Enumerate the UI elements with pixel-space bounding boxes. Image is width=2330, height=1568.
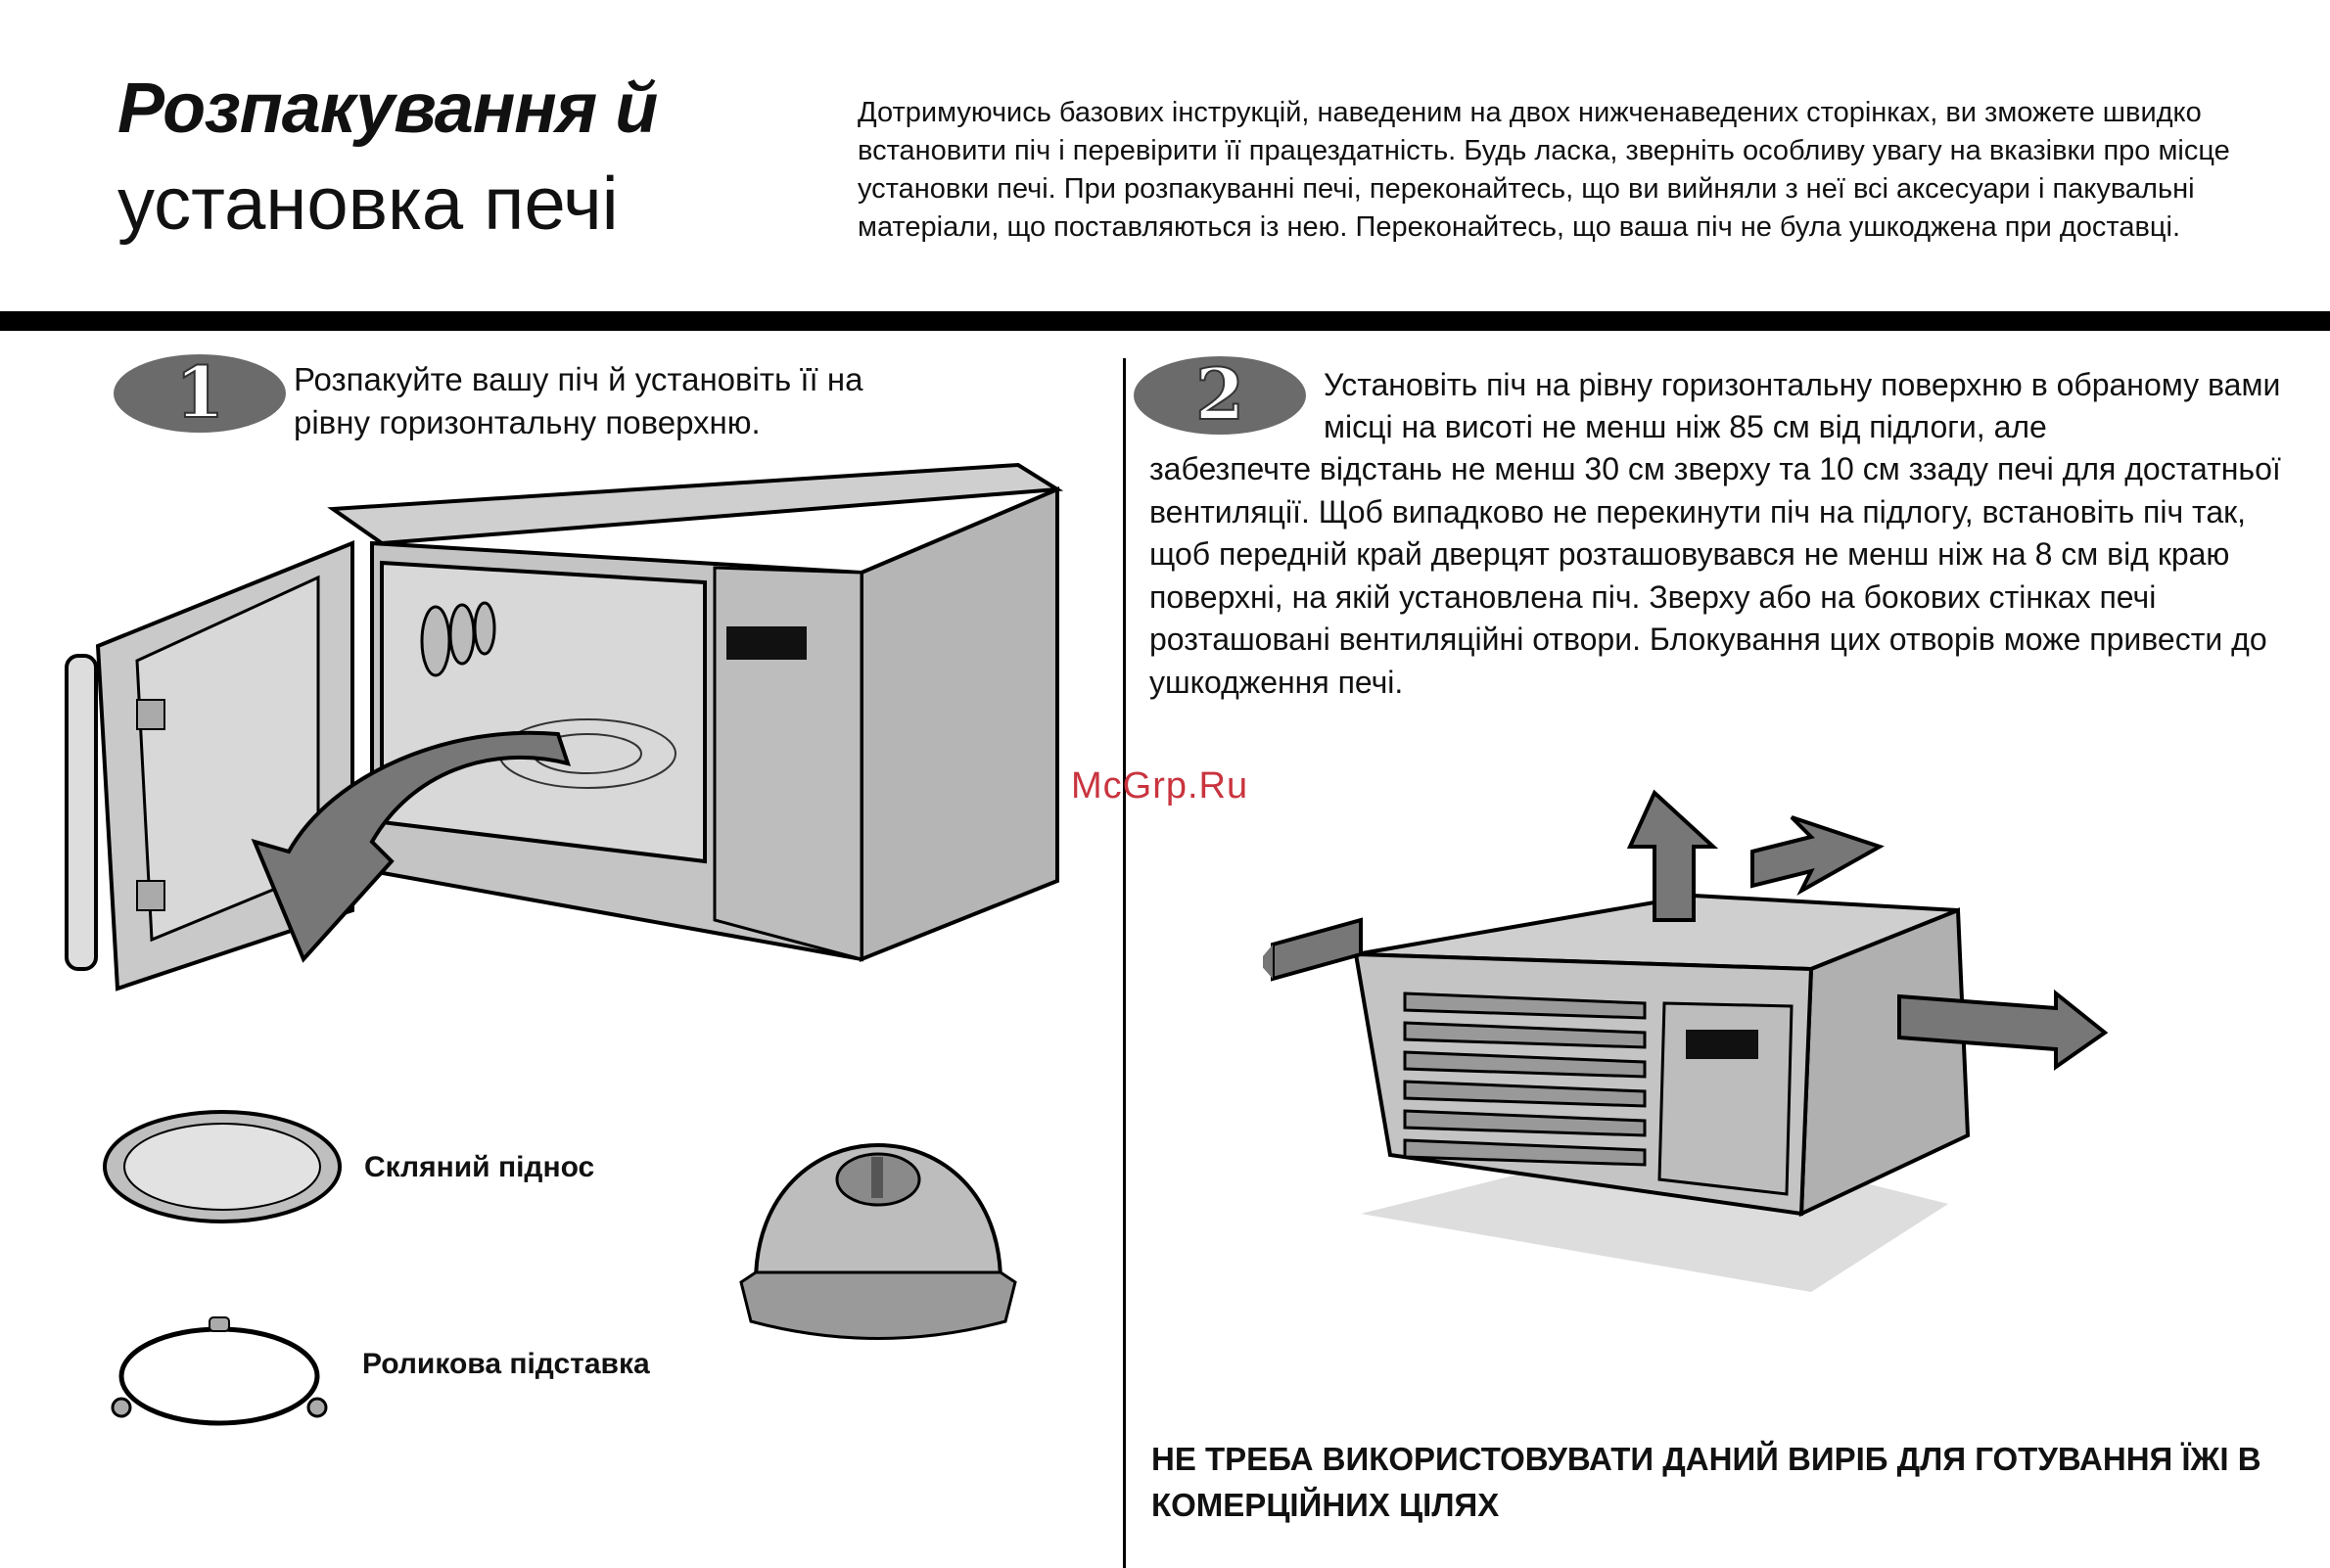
step-1-number: 1: [175, 352, 224, 434]
turntable-hub-icon: [739, 1142, 1017, 1340]
roller-ring-icon: [111, 1316, 328, 1426]
page-title-bold: Розпакування й: [117, 69, 658, 148]
ventilation-illustration: [1263, 789, 2109, 1292]
step-2-badge: 2: [1134, 354, 1306, 437]
roller-ring-label: Роликова підставка: [362, 1348, 650, 1380]
step-1-badge: 1: [114, 352, 286, 435]
glass-tray-icon: [103, 1110, 342, 1223]
step-2-text-first: Установіть піч на рівну горизонтальну по…: [1324, 367, 2281, 444]
step-2-text-rest: забезпечте відстань не менш 30 см зверху…: [1149, 451, 2281, 700]
step-2-number: 2: [1195, 354, 1244, 436]
intro-paragraph: Дотримуючись базових інструкцій, наведен…: [858, 97, 2230, 243]
page-title-regular: установка печі: [117, 162, 619, 246]
commercial-use-warning: НЕ ТРЕБА ВИКОРИСТОВУВАТИ ДАНИЙ ВИРІБ ДЛЯ…: [1151, 1441, 2261, 1523]
glass-tray-label: Скляний піднос: [364, 1151, 595, 1183]
open-microwave-illustration: [65, 462, 1064, 992]
header-rule: [0, 311, 2330, 331]
watermark: McGrp.Ru: [1071, 765, 1249, 807]
column-divider: [1123, 358, 1126, 1568]
step-1-text: Розпакуйте вашу піч й установіть її на р…: [294, 361, 863, 440]
